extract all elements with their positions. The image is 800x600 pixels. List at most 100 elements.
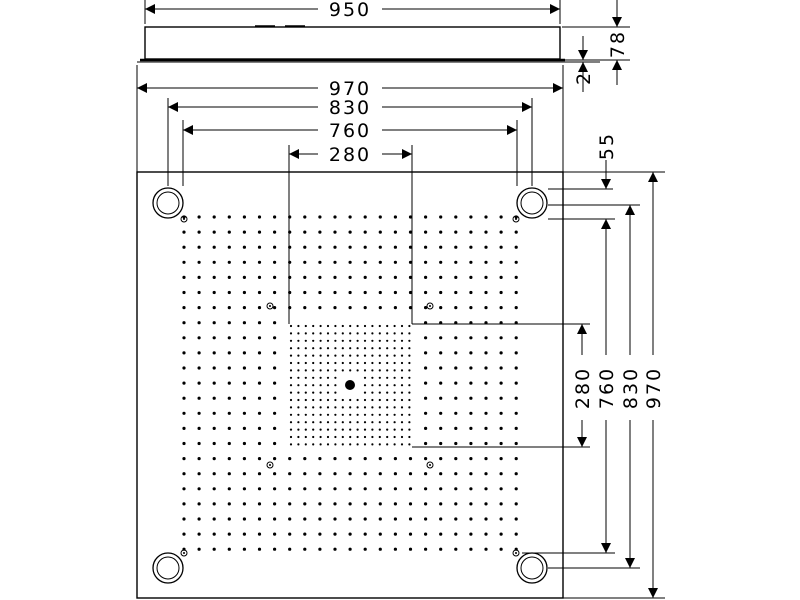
nozzle-dot [273,547,277,551]
nozzle-dot [484,472,488,476]
nozzle-dot [514,306,518,310]
nozzle-dot [484,351,488,355]
nozzle-dot [288,215,292,219]
center-nozzle-dot [304,369,307,372]
nozzle-dot [499,381,503,385]
center-nozzle-dot [304,421,307,424]
center-nozzle-dot [297,428,300,431]
center-nozzle-dot [408,443,411,446]
nozzle-dot [182,321,186,325]
center-nozzle-dot [378,384,381,387]
nozzle-dot [469,502,473,506]
center-nozzle-dot [341,324,344,328]
center-nozzle-dot [349,332,352,335]
center-nozzle-dot [312,376,315,379]
nozzle-dot [514,381,518,385]
center-nozzle-dot [378,406,381,409]
center-nozzle-dot [334,406,337,409]
nozzle-dot [333,230,337,234]
center-nozzle-dot [312,354,315,357]
center-nozzle-dot [393,391,396,394]
nozzle-dot [303,215,307,219]
center-nozzle-dot [363,332,367,335]
nozzle-dot [514,366,518,370]
nozzle-dot [333,502,337,506]
nozzle-dot [273,245,277,249]
fixture-ring [512,215,520,223]
nozzle-dot [439,547,443,551]
nozzle-dot [514,411,518,415]
nozzle-dot [378,457,382,461]
nozzle-dot [333,547,337,551]
nozzle-dot [424,230,428,234]
nozzle-dot [424,532,428,536]
nozzle-dot [257,457,262,461]
corner-mount-outer [516,552,548,584]
center-nozzle-dot [349,428,352,431]
fixture-center [269,305,271,307]
nozzle-dot [408,472,413,476]
nozzle-dot [439,306,443,310]
nozzle-dot [469,472,473,476]
center-nozzle-dot [393,406,396,409]
nozzle-dot [439,230,443,234]
nozzle-dot [333,275,337,279]
nozzle-dot [514,457,518,461]
center-nozzle-dot [393,413,396,416]
nozzle-dot [469,245,473,249]
nozzle-dot [499,230,503,234]
center-nozzle-dot [400,391,404,394]
nozzle-dot [288,275,292,279]
nozzle-dot [197,547,201,551]
center-nozzle-dot [400,428,404,431]
center-nozzle-dot [334,435,337,439]
nozzle-dot [454,411,458,415]
nozzle-dot [182,517,186,521]
nozzle-dot [393,306,397,310]
nozzle-dot [424,502,428,506]
nozzle-dot [454,290,458,295]
label-2: 2 [573,71,595,85]
nozzle-dot [469,547,473,551]
center-nozzle-dot [319,435,322,439]
outer-nozzle-grid [182,215,518,551]
nozzle-dot [288,502,292,506]
fixture-center [183,552,185,554]
nozzle-dot [242,426,246,430]
nozzle-dot [499,547,503,551]
center-nozzle-dot [341,339,344,342]
nozzle-dot [454,215,458,219]
center-nozzle-dot [312,406,315,409]
center-nozzle-dot [349,347,352,350]
nozzle-dot [227,275,231,279]
center-nozzle-dot [356,398,359,402]
nozzle-dot [212,290,216,295]
center-nozzle-dot [312,413,315,416]
center-nozzle-dot [408,369,411,372]
nozzle-dot [182,366,186,370]
center-nozzle-dot [334,376,337,379]
nozzle-dot [318,230,322,234]
center-nozzle-dot [378,347,381,350]
nozzle-dot [469,230,473,234]
nozzle-dot [348,275,352,279]
corner-mount-outer [152,187,184,219]
nozzle-dot [514,275,518,279]
nozzle-dot [182,336,186,340]
nozzle-dot [439,321,443,325]
nozzle-dot [348,547,352,551]
nozzle-dot [333,532,337,536]
nozzle-dot [484,532,488,536]
nozzle-dot [273,517,277,521]
center-nozzle-dot [312,435,315,439]
center-nozzle-dot [393,435,396,439]
nozzle-dot [378,230,382,234]
center-nozzle-dot [289,443,293,446]
center-nozzle-dot [341,361,344,365]
center-nozzle-dot [312,398,315,402]
nozzle-dot [439,457,443,461]
nozzle-dot [424,426,428,430]
center-nozzle-dot [304,443,307,446]
center-nozzle-dot [304,324,307,328]
center-nozzle-dot [393,398,396,402]
